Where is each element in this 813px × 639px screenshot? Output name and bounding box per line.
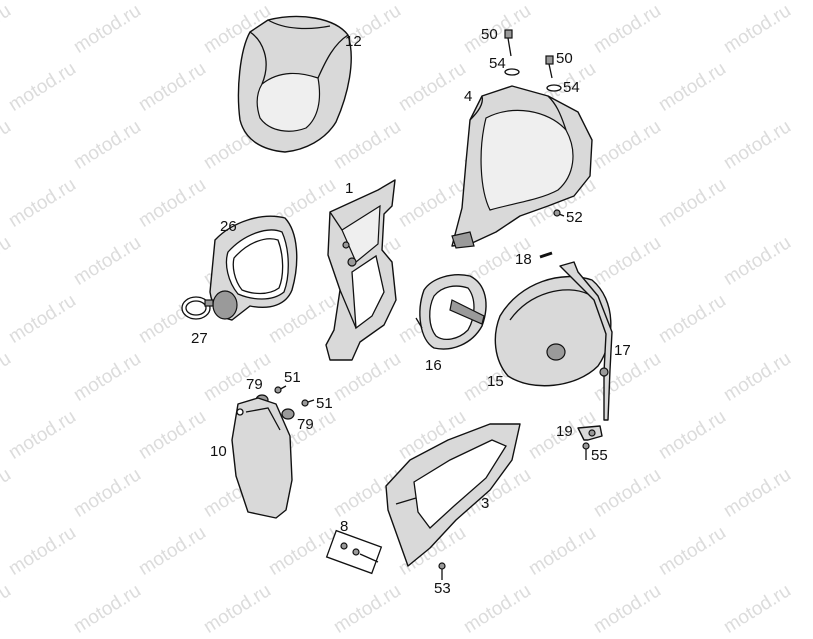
part-1-airbox-frame xyxy=(325,179,397,361)
callout-51-lower: 51 xyxy=(316,395,333,412)
part-19-bracket xyxy=(577,425,603,441)
pin-18 xyxy=(539,251,553,259)
part-27-clamp xyxy=(181,296,214,320)
callout-54-right: 54 xyxy=(563,79,580,96)
bolt-50-right xyxy=(545,55,562,92)
part-12-filter-sleeve xyxy=(237,15,352,153)
callout-79-upper: 79 xyxy=(246,376,263,393)
bolt-50-left xyxy=(504,29,520,76)
callout-19: 19 xyxy=(556,423,573,440)
callout-27: 27 xyxy=(191,330,208,347)
callout-18: 18 xyxy=(515,251,532,268)
callout-79-lower: 79 xyxy=(297,416,314,433)
callout-16: 16 xyxy=(425,357,442,374)
part-10-side-panel xyxy=(231,397,293,519)
screw-55 xyxy=(582,442,590,460)
callout-8: 8 xyxy=(340,518,349,535)
callout-55: 55 xyxy=(591,447,608,464)
part-8-hardware-kit xyxy=(325,529,383,575)
part-16-filter-holder xyxy=(415,274,487,350)
callout-26: 26 xyxy=(220,218,237,235)
part-4-airbox-housing xyxy=(451,85,593,249)
callout-50-right: 50 xyxy=(556,50,573,67)
part-26-filter-cage xyxy=(209,215,298,321)
screw-53 xyxy=(438,562,446,580)
callout-53: 53 xyxy=(434,580,451,597)
callout-52: 52 xyxy=(566,209,583,226)
callout-1: 1 xyxy=(345,180,354,197)
callout-15: 15 xyxy=(487,373,504,390)
callout-50-left: 50 xyxy=(481,26,498,43)
diagram-drawing xyxy=(181,15,613,580)
part-15-air-filter xyxy=(494,276,612,387)
callout-12: 12 xyxy=(345,33,362,50)
callout-10: 10 xyxy=(210,443,227,460)
part-3-side-cover xyxy=(385,423,521,567)
callout-17: 17 xyxy=(614,342,631,359)
part-17-strap xyxy=(559,261,613,421)
screw-52 xyxy=(553,209,565,217)
callout-4: 4 xyxy=(464,88,473,105)
callout-54-left: 54 xyxy=(489,55,506,72)
callout-51-upper: 51 xyxy=(284,369,301,386)
grommet-79-lower xyxy=(281,399,315,420)
callout-3: 3 xyxy=(481,495,490,512)
